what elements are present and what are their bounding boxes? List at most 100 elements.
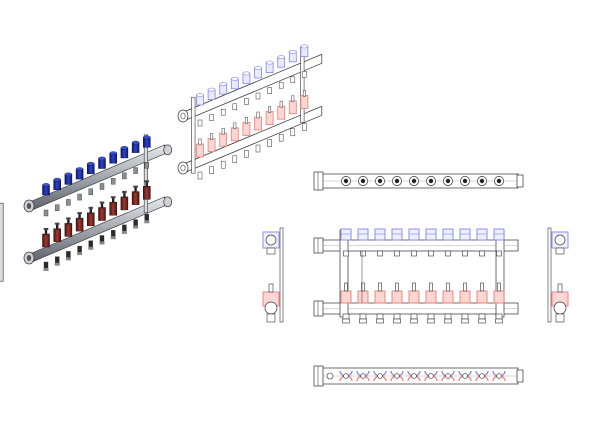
return-valve-body	[75, 217, 84, 232]
return-valve-body	[98, 207, 106, 221]
supply-outlet-outline	[244, 98, 249, 105]
top-view-outlet-core	[462, 178, 468, 184]
return-valve-outline	[242, 122, 251, 136]
return-valve-stem-cap	[110, 196, 116, 199]
return-valve-outline	[254, 116, 262, 131]
front-supply-outlet	[479, 250, 485, 257]
return-valve-body	[143, 186, 151, 200]
left-side-view	[262, 227, 284, 323]
supply-cap-top-outline	[254, 66, 262, 70]
return-valve-outline	[207, 138, 216, 153]
return-valve-body	[120, 196, 129, 211]
return-outlet	[133, 219, 138, 227]
bottom-outlet	[343, 373, 349, 379]
front-return-outlet-nut	[427, 318, 435, 324]
supply-outlet	[99, 183, 105, 190]
front-return-stem	[463, 282, 467, 292]
front-supply-cap	[442, 228, 454, 241]
supply-cap-top-outline	[300, 44, 309, 49]
return-outlet	[110, 229, 116, 238]
return-valve-stem	[44, 229, 48, 235]
return-valve-body	[64, 223, 73, 237]
supply-bar-outline-end-hole	[180, 112, 186, 120]
return-valve-stem-cap	[66, 217, 71, 220]
front-supply-outlet	[496, 250, 502, 257]
front-return-outlet-nut	[444, 318, 452, 324]
wall-bracket-0	[0, 202, 4, 282]
return-valve-body	[87, 212, 95, 227]
return-outlet-nut	[99, 241, 105, 245]
return-valve-outline	[219, 132, 228, 147]
supply-cap-top-outline	[207, 87, 216, 92]
top-view-outlet-core	[377, 178, 383, 184]
front-return-stem	[429, 282, 433, 292]
supply-cap-top	[53, 177, 61, 182]
front-return-valve	[391, 290, 403, 304]
return-outlet-outline	[220, 160, 226, 169]
bottom-outlet	[428, 373, 434, 379]
wall-bracket-1	[143, 134, 148, 214]
return-valve-body	[131, 191, 140, 205]
front-supply-outlet	[377, 250, 383, 257]
front-supply-cap	[391, 228, 403, 241]
return-stem-outline	[198, 138, 202, 146]
front-return-outlet	[478, 313, 486, 320]
front-return-valve	[425, 290, 437, 304]
return-valve-stem-cap	[122, 190, 127, 193]
return-outlet-outline	[232, 155, 238, 164]
return-outlet-outline	[267, 139, 272, 147]
return-outlet	[88, 240, 94, 249]
return-outlet-outline	[278, 133, 284, 142]
bottom-view-end-right	[516, 369, 524, 383]
front-supply-outlet	[428, 250, 434, 257]
front-return-outlet-nut	[393, 318, 401, 324]
bottom-outlet	[394, 373, 400, 379]
supply-cap-top	[87, 161, 95, 166]
supply-outlet	[77, 193, 82, 201]
front-return-end	[313, 300, 324, 317]
front-supply-cap	[459, 228, 471, 241]
return-valve-stem	[123, 191, 126, 198]
return-valve-body	[42, 233, 50, 248]
front-return-outlet-nut	[495, 318, 503, 324]
front-return-valve	[493, 290, 505, 304]
side-return-outlet	[555, 313, 565, 323]
bottom-view-end-left	[313, 365, 324, 387]
return-valve-body	[53, 228, 61, 242]
supply-cap-top	[131, 140, 140, 145]
front-return-outlet	[495, 313, 503, 320]
isometric-rendered-view	[0, 134, 173, 282]
return-outlet-outline	[209, 166, 214, 174]
return-bar-end-hole-left	[26, 255, 32, 261]
bottom-outlet	[462, 373, 468, 379]
front-return-outlet-nut	[410, 318, 418, 324]
return-stem-outline	[221, 127, 225, 135]
front-return-outlet	[342, 313, 350, 320]
return-outlet-outline	[290, 128, 296, 137]
front-return-stem	[412, 282, 416, 292]
supply-cap-top	[109, 151, 117, 155]
return-stem-outline	[279, 100, 283, 108]
supply-outlet	[66, 199, 71, 206]
side-supply-pipe-end	[554, 234, 566, 246]
side-bracket	[279, 227, 284, 323]
front-return-outlet	[461, 313, 469, 320]
supply-outlet-outline	[302, 71, 307, 78]
front-return-stem	[480, 282, 484, 292]
top-view-outlet-core	[343, 178, 349, 184]
right-side-view	[547, 227, 569, 323]
top-view-outlet-core	[496, 178, 502, 184]
return-outlet	[43, 261, 49, 270]
return-valve-stem-cap	[43, 228, 49, 230]
return-valve-stem	[134, 186, 137, 193]
front-supply-outlet	[343, 250, 349, 257]
front-return-stem	[344, 282, 348, 292]
front-supply-cap	[340, 228, 352, 241]
return-valve-stem-cap	[77, 212, 82, 215]
return-outlet-nut	[65, 257, 71, 261]
isometric-outline-view	[177, 44, 323, 180]
front-view	[313, 228, 519, 324]
supply-outlet-outline	[232, 103, 238, 111]
